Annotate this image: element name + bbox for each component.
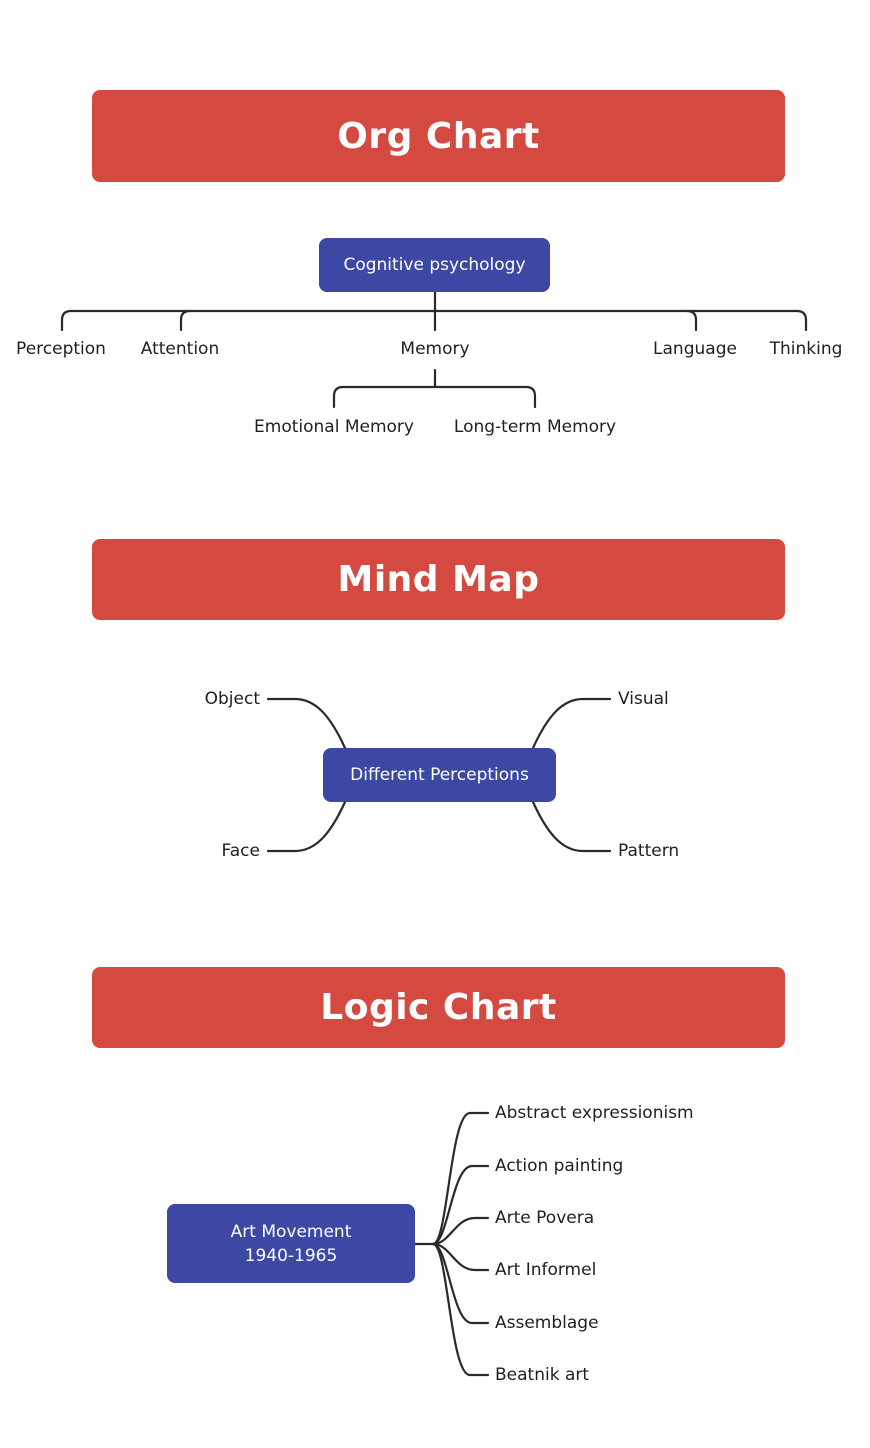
different-perceptions-node[interactable]: Different Perceptions: [323, 748, 556, 802]
mind-map-banner: Mind Map: [92, 539, 785, 620]
art-movement-node[interactable]: Art Movement 1940-1965: [167, 1204, 415, 1283]
abstract-expressionism-node[interactable]: Abstract expressionism: [495, 1103, 694, 1123]
logic-chart-title: Logic Chart: [320, 987, 557, 1028]
org-chart-banner: Org Chart: [92, 90, 785, 182]
memory-node[interactable]: Memory: [400, 339, 470, 359]
assemblage-node[interactable]: Assemblage: [495, 1313, 599, 1333]
root-node-label: Cognitive psychology: [343, 255, 526, 275]
root-node-line-1: Art Movement: [230, 1221, 352, 1242]
mind-map-title: Mind Map: [337, 559, 540, 600]
perception-node[interactable]: Perception: [16, 339, 106, 359]
logic-chart-banner: Logic Chart: [92, 967, 785, 1048]
attention-node[interactable]: Attention: [140, 339, 220, 359]
art-informel-node[interactable]: Art Informel: [495, 1260, 597, 1280]
beatnik-art-node[interactable]: Beatnik art: [495, 1365, 590, 1385]
center-node-label: Different Perceptions: [350, 765, 529, 785]
pattern-node[interactable]: Pattern: [618, 841, 680, 861]
org-chart-title: Org Chart: [337, 115, 540, 157]
emotional-memory-node[interactable]: Emotional Memory: [254, 417, 414, 437]
language-node[interactable]: Language: [653, 339, 737, 359]
arte-povera-node[interactable]: Arte Povera: [495, 1208, 595, 1228]
logic-chart-connectors: [413, 1111, 490, 1377]
face-node[interactable]: Face: [221, 841, 260, 861]
action-painting-node[interactable]: Action painting: [495, 1156, 624, 1176]
visual-node[interactable]: Visual: [618, 689, 669, 709]
thinking-node[interactable]: Thinking: [769, 339, 843, 359]
long-term-memory-node[interactable]: Long-term Memory: [453, 417, 617, 437]
org-chart-connectors: [60, 290, 808, 409]
object-node[interactable]: Object: [204, 689, 260, 709]
cognitive-psychology-node[interactable]: Cognitive psychology: [319, 238, 550, 292]
mind-map-connectors: [266, 697, 612, 853]
root-node-line-2: 1940-1965: [244, 1245, 338, 1266]
